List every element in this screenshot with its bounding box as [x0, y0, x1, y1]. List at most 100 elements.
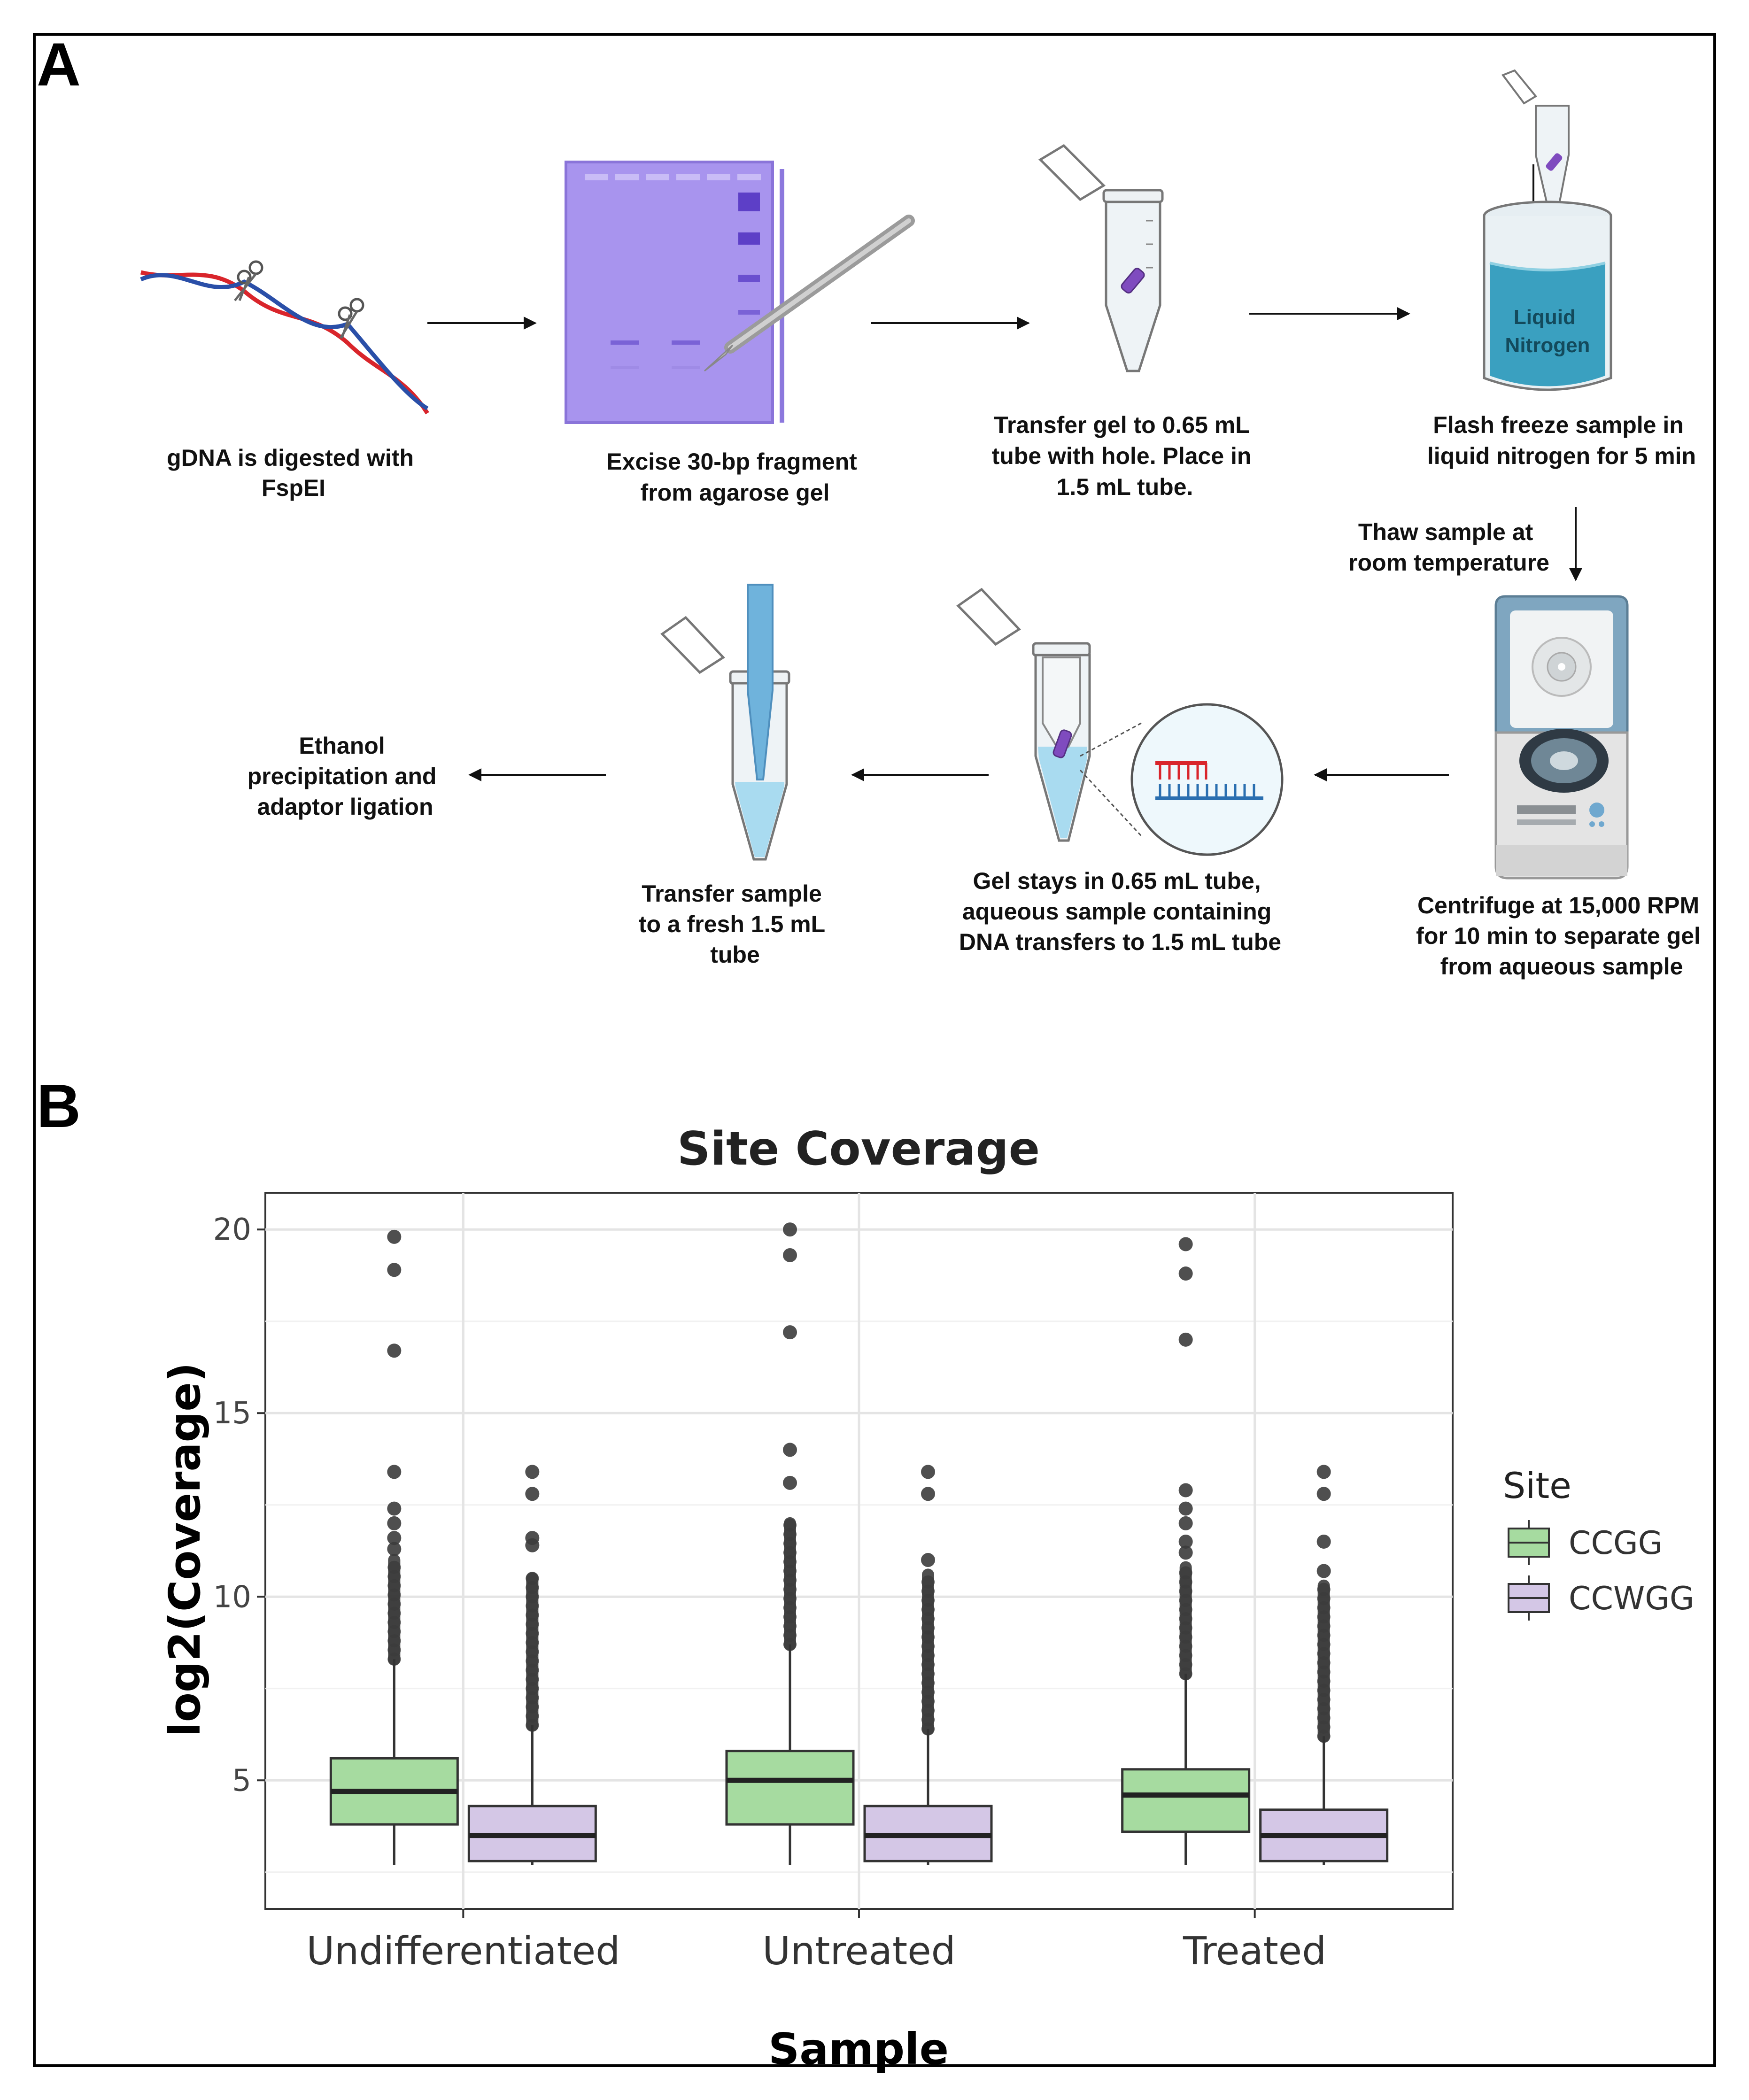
outlier-point [921, 1553, 935, 1567]
outlier-point [921, 1639, 935, 1653]
outlier-point [1179, 1594, 1192, 1607]
outlier-point [1179, 1658, 1192, 1671]
outlier-point [387, 1343, 402, 1358]
box-ccwgg-undifferentiated [467, 1465, 597, 1865]
outlier-point [921, 1704, 935, 1717]
outlier-point [1317, 1629, 1331, 1642]
outlier-point [1179, 1575, 1192, 1589]
outlier-point [1317, 1619, 1331, 1633]
outlier-point [387, 1531, 402, 1545]
outlier-point [526, 1617, 539, 1631]
x-axis-title: Sample [768, 2024, 949, 2074]
legend-label: CCGG [1569, 1525, 1663, 1562]
outlier-point [525, 1465, 540, 1479]
outlier-point [1178, 1516, 1193, 1530]
outlier-point [387, 1542, 402, 1556]
outlier-point [921, 1465, 935, 1479]
outlier-point [387, 1579, 401, 1592]
outlier-point [921, 1575, 935, 1589]
outlier-point [1179, 1630, 1192, 1644]
outlier-point [921, 1594, 935, 1607]
outlier-point [387, 1625, 401, 1638]
outlier-point [1317, 1675, 1331, 1688]
outlier-point [387, 1570, 401, 1583]
legend: Site CCGG CCWGG [1503, 1465, 1695, 1621]
y-tick-label: 5 [232, 1763, 251, 1798]
outlier-point [783, 1583, 797, 1596]
step-transfer-gel-text: Transfer gel to 0.65 mL tube with hole. … [992, 412, 1258, 500]
x-tick-label: Treated [1183, 1929, 1326, 1974]
outlier-point [783, 1248, 797, 1262]
outlier-point [387, 1501, 402, 1516]
outlier-point [387, 1588, 401, 1602]
outlier-point [1317, 1637, 1331, 1651]
outlier-point [526, 1590, 539, 1604]
outlier-point [783, 1528, 797, 1541]
legend-key-ccgg [1508, 1520, 1550, 1565]
outlier-point [921, 1603, 935, 1616]
outlier-point [1317, 1610, 1331, 1624]
outlier-point [1179, 1649, 1192, 1662]
outlier-point [921, 1649, 935, 1662]
outlier-point [526, 1636, 539, 1650]
outlier-point [1179, 1566, 1192, 1580]
outlier-point [525, 1487, 540, 1501]
outlier-point [783, 1601, 797, 1614]
scissors-icon [338, 298, 364, 339]
y-tick-label: 10 [213, 1580, 251, 1614]
outlier-point [783, 1555, 797, 1568]
step-transfer-sample-text: Transfer sample to a fresh 1.5 mL tube [639, 880, 831, 968]
outlier-point [921, 1487, 935, 1501]
outlier-point [783, 1536, 797, 1550]
box-ccgg-treated [1121, 1237, 1251, 1865]
step-digest-text: gDNA is digested with FspEI [167, 445, 420, 501]
outlier-point [1317, 1711, 1331, 1725]
y-axis-title: log2(Coverage) [160, 1362, 210, 1737]
outlier-point [1316, 1534, 1331, 1549]
outlier-point [1317, 1656, 1331, 1670]
outlier-point [1178, 1534, 1193, 1549]
outlier-point [1178, 1501, 1193, 1516]
outlier-point [1317, 1702, 1331, 1715]
outlier-point [387, 1263, 402, 1277]
outlier-point [1178, 1266, 1193, 1281]
figure-frame [33, 33, 1716, 2067]
outlier-point [387, 1560, 401, 1574]
y-tick-label: 15 [213, 1396, 251, 1431]
outlier-point [526, 1654, 539, 1668]
outlier-point [783, 1564, 797, 1578]
outlier-point [783, 1546, 797, 1560]
centrifuge-illustration [1494, 595, 1629, 880]
outlier-point [921, 1612, 935, 1626]
panel-b-label: B [37, 1072, 81, 1140]
box-ccgg-untreated [725, 1222, 855, 1865]
dna-helix-illustration [140, 260, 429, 415]
outlier-point [1179, 1584, 1192, 1598]
outlier-point [525, 1531, 540, 1545]
legend-title: Site [1503, 1465, 1571, 1506]
outlier-point [783, 1325, 797, 1340]
outlier-point [921, 1658, 935, 1671]
outlier-point [783, 1574, 797, 1587]
outlier-point [526, 1709, 539, 1723]
scissors-icon [234, 260, 263, 301]
outlier-point [921, 1630, 935, 1644]
outlier-point [526, 1599, 539, 1613]
scalpel-icon [704, 215, 915, 372]
step-flash-freeze-text: Flash freeze sample in liquid nitrogen f… [1427, 412, 1696, 469]
outlier-point [1178, 1332, 1193, 1347]
box-ccgg-undifferentiated [329, 1229, 459, 1865]
legend-label: CCWGG [1569, 1580, 1695, 1617]
outlier-point [1178, 1545, 1193, 1560]
x-tick-label: Untreated [762, 1929, 955, 1974]
step-ethanol-text: Ethanol precipitation and adaptor ligati… [248, 733, 443, 820]
box-ccwgg-treated [1259, 1465, 1389, 1865]
outlier-point [783, 1619, 797, 1633]
outlier-point [783, 1629, 797, 1642]
tube-with-pipette-illustration [660, 584, 790, 861]
outlier-point [783, 1475, 797, 1490]
outlier-point [921, 1685, 935, 1699]
outlier-point [526, 1682, 539, 1695]
outlier-point [526, 1608, 539, 1622]
step-excise-text: Excise 30-bp fragment from agarose gel [606, 448, 863, 506]
